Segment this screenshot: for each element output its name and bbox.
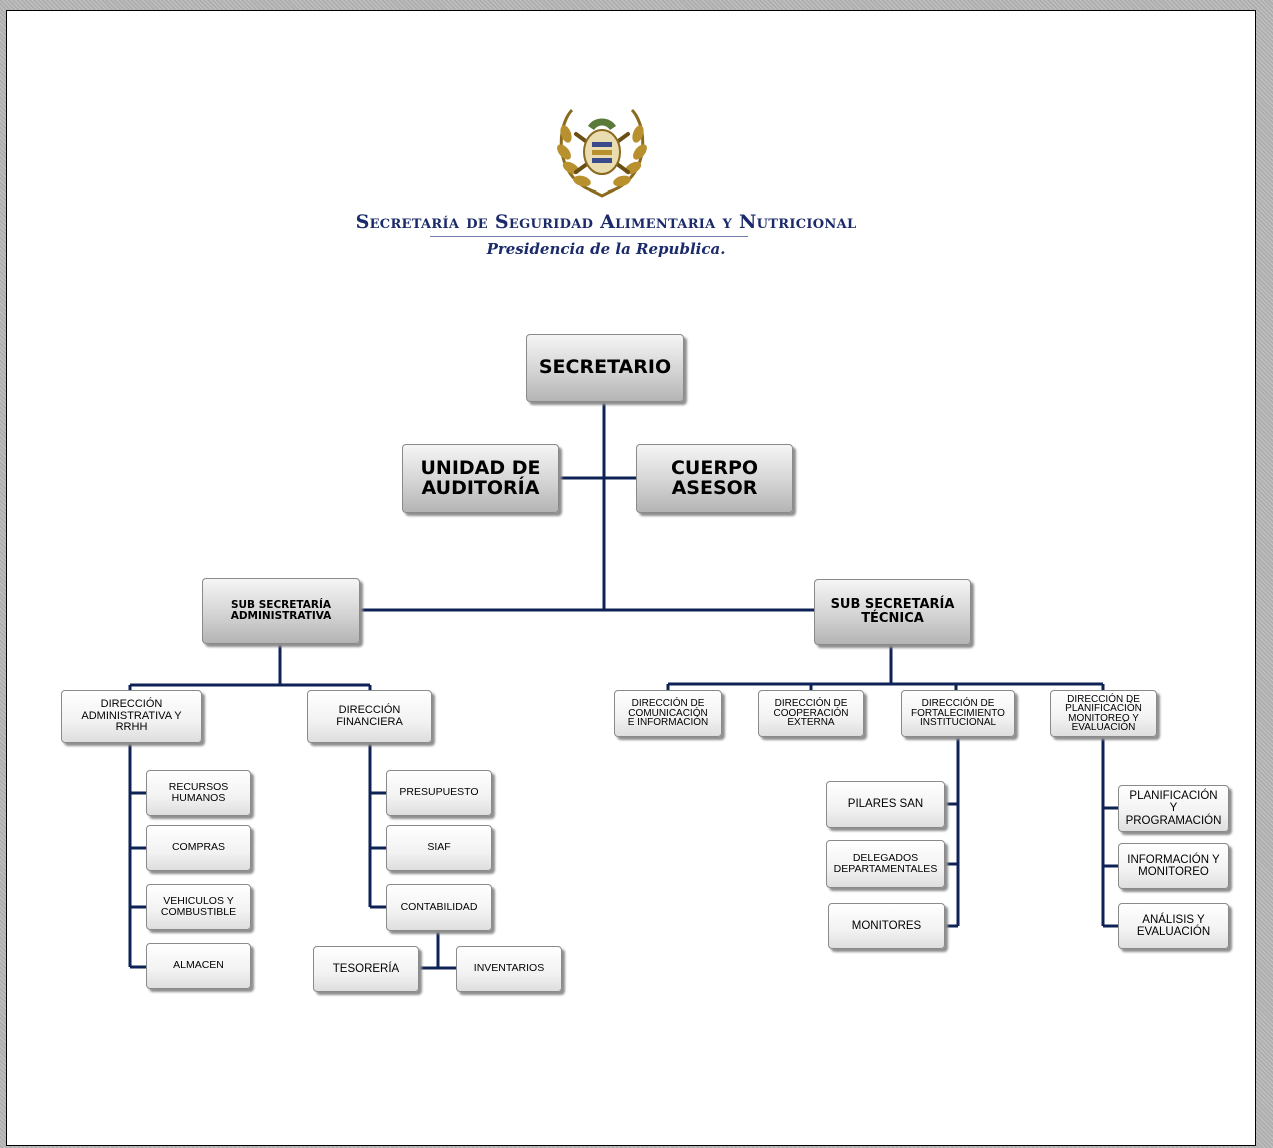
direccion-comunicacion-box: DIRECCIÓN DE COMUNICACIÓN E INFORMACIÓN [614,690,722,737]
recursos-humanos-box: RECURSOS HUMANOS [146,770,251,816]
almacen-box: ALMACEN [146,943,251,989]
direccion-planificacion-box: DIRECCIÓN DE PLANIFICACIÓN MONITOREO Y E… [1050,690,1157,737]
organization-subtitle: Presidencia de la Republica. [486,240,726,258]
sub-secretaria-administrativa-box: SUB SECRETARÍA ADMINISTRATIVA [202,578,360,644]
informacion-monitoreo-box: INFORMACIÓN Y MONITOREO [1118,843,1229,889]
presupuesto-box: PRESUPUESTO [386,770,492,816]
inventarios-box: INVENTARIOS [456,946,562,992]
direccion-fortalecimiento-box: DIRECCIÓN DE FORTALECIMIENTO INSTITUCION… [901,690,1015,737]
compras-box: COMPRAS [146,825,251,871]
pilares-san-box: PILARES SAN [826,781,945,828]
planificacion-programacion-box: PLANIFICACIÓN Y PROGRAMACIÓN [1118,785,1229,832]
sub-secretaria-tecnica-box: SUB SECRETARÍA TÉCNICA [814,579,971,645]
monitores-box: MONITORES [828,903,945,949]
direccion-cooperacion-box: DIRECCIÓN DE COOPERACIÓN EXTERNA [758,690,864,737]
unidad-auditoria-box: UNIDAD DE AUDITORÍA [402,444,559,513]
delegados-departamentales-box: DELEGADOS DEPARTAMENTALES [826,840,945,888]
organization-name: Secretaría de Seguridad Alimentaria y Nu… [355,211,857,233]
direccion-financiera-box: DIRECCIÓN FINANCIERA [307,690,432,743]
vehiculos-combustible-box: VEHICULOS Y COMBUSTIBLE [146,884,251,930]
secretario-box: SECRETARIO [526,334,684,402]
contabilidad-box: CONTABILIDAD [386,884,492,931]
coat-of-arms-emblem [557,108,647,198]
tesoreria-box: TESORERÍA [313,946,419,992]
header-divider [430,236,748,237]
direccion-administrativa-rrhh-box: DIRECCIÓN ADMINISTRATIVA Y RRHH [61,690,202,743]
analisis-evaluacion-box: ANÁLISIS Y EVALUACIÓN [1118,903,1229,949]
siaf-box: SIAF [386,825,492,871]
cuerpo-asesor-box: CUERPO ASESOR [636,444,793,513]
